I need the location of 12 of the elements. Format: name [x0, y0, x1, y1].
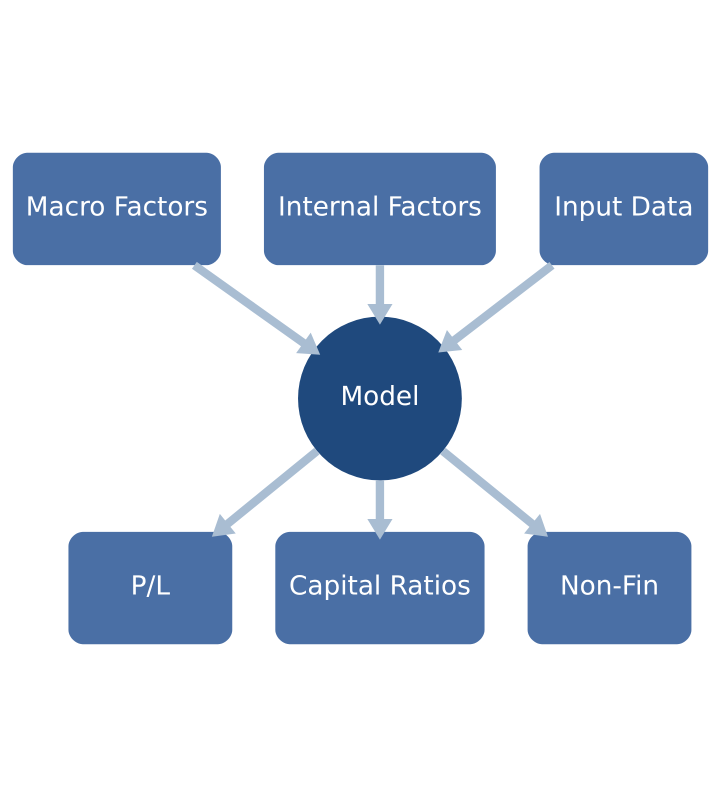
node-box: P/L	[68, 532, 232, 644]
node-box: Macro Factors	[12, 152, 221, 266]
arrow	[367, 480, 393, 540]
node-box: Input Data	[540, 152, 708, 266]
arrow	[212, 448, 320, 537]
arrow	[438, 262, 555, 353]
node-box: Internal Factors	[264, 152, 496, 266]
arrow	[192, 262, 320, 355]
node-box: Capital Ratios	[275, 532, 485, 644]
node-box: Non-Fin	[528, 532, 692, 644]
arrow	[440, 448, 548, 537]
arrow	[367, 265, 393, 325]
